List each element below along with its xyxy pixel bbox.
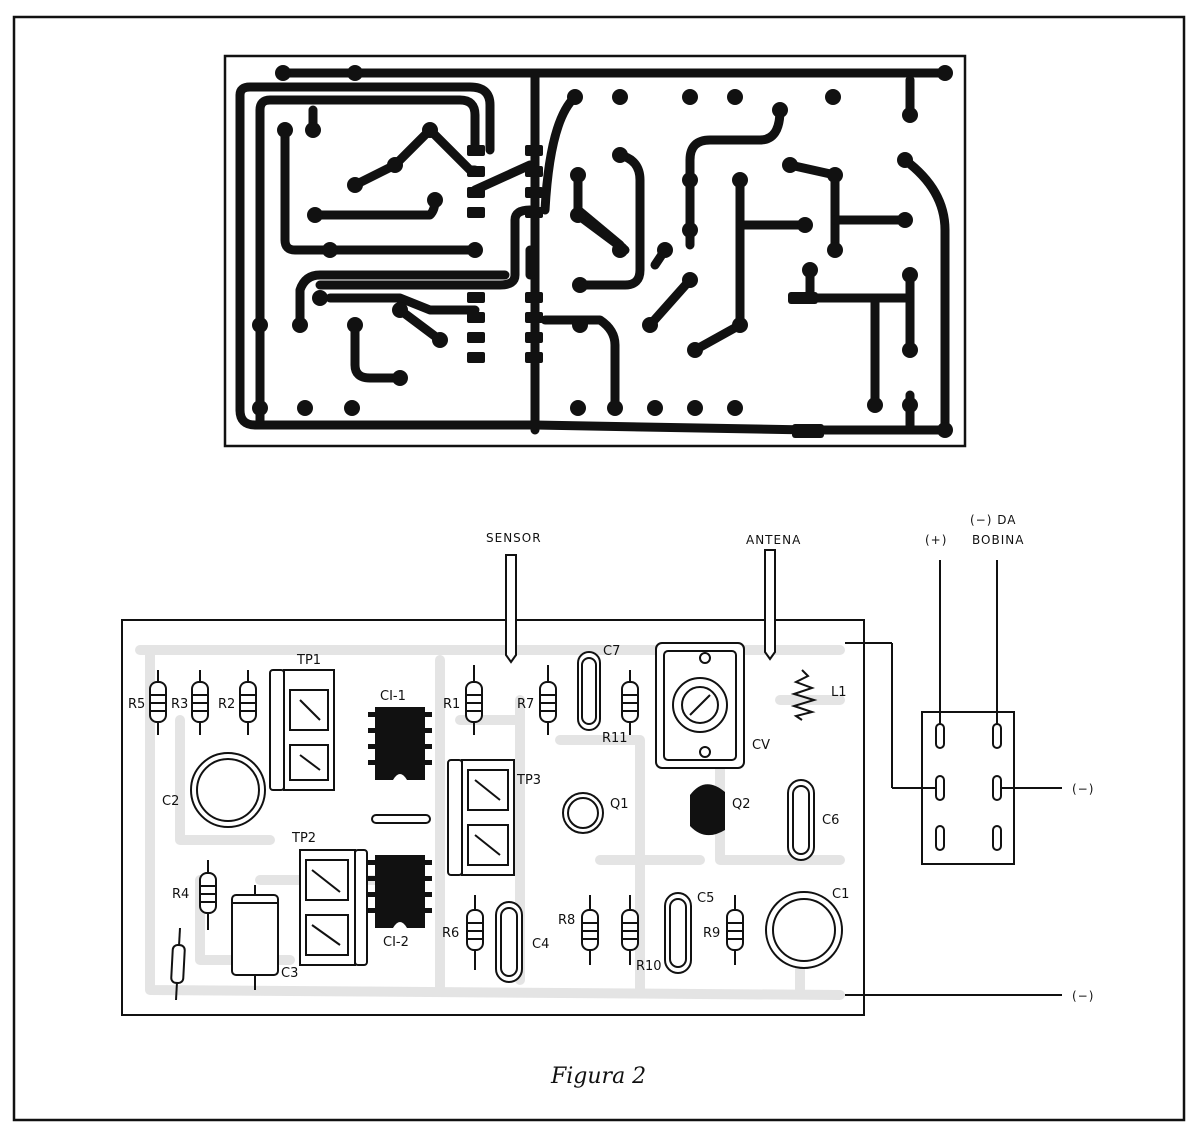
capacitor-C6 [787,779,815,861]
label-sensor: SENSOR [486,531,542,545]
label-TP2: TP2 [291,831,316,846]
ic-CI1 [368,707,432,780]
sensor-pin [505,554,517,664]
label-Q2: Q2 [732,797,751,812]
diode-bottom-left [170,927,186,1001]
antenna-pin [764,549,776,661]
capacitor-C2 [190,752,266,828]
trimpot-TP2 [299,849,368,966]
label-R9: R9 [703,926,720,941]
label-C4: C4 [532,937,549,952]
label-minus-bottom: (−) [1072,989,1094,1003]
pcb-layout [223,54,967,448]
label-C3: C3 [281,966,298,981]
label-C2: C2 [162,794,179,809]
resistor-R2 [239,670,257,735]
label-R1: R1 [443,697,460,712]
label-CV: CV [752,738,770,753]
resistor-R4 [199,860,217,930]
figure-caption: Figura 2 [550,1064,646,1089]
label-R3: R3 [171,697,188,712]
label-plus: (+) [925,533,947,547]
label-Q1: Q1 [610,797,629,812]
outer-border [12,15,1186,1122]
jumper [371,814,431,824]
label-R5: R5 [128,697,145,712]
label-R6: R6 [442,926,459,941]
terminal-block [845,560,1062,996]
trimpot-TP3 [447,759,515,876]
capacitor-C7 [577,651,601,731]
resistor-R8 [581,895,599,965]
resistor-R11 [621,670,639,735]
resistor-R5 [149,670,167,735]
coil-L1 [790,669,818,721]
capacitor-C5 [664,892,692,974]
resistor-R6 [466,895,484,970]
label-C1: C1 [832,887,849,902]
label-R8: R8 [558,913,575,928]
transistor-Q1 [562,792,604,834]
label-TP1: TP1 [296,653,321,668]
resistor-R10 [621,895,639,965]
label-R10: R10 [636,959,662,974]
label-minus-right: (−) [1072,782,1094,796]
resistor-R7 [539,665,557,735]
resistor-R9 [726,895,744,965]
capacitor-C4 [495,901,523,983]
label-CI2: CI-2 [383,935,409,950]
label-antena: ANTENA [746,533,801,547]
label-minus-bobina-2: BOBINA [972,533,1024,547]
label-R2: R2 [218,697,235,712]
capacitor-C1 [765,891,843,969]
resistor-R3 [191,670,209,735]
label-C5: C5 [697,891,714,906]
capacitor-C3 [231,885,279,990]
label-R4: R4 [172,887,189,902]
transistor-Q2 [690,784,725,836]
trimpot-TP1 [269,669,335,791]
label-minus-bobina-1: (−) DA [970,513,1016,527]
resistor-R1 [465,665,483,735]
label-R7: R7 [517,697,534,712]
label-C7: C7 [603,644,620,659]
ic-CI2 [368,855,432,928]
label-C6: C6 [822,813,839,828]
label-CI1: CI-1 [380,689,406,704]
label-R11: R11 [602,731,628,746]
label-TP3: TP3 [516,773,541,788]
variable-capacitor-CV [655,642,745,769]
label-L1: L1 [831,685,847,700]
component-layout: SENSOR ANTENA (+) (−) DA BOBINA (−) (−) … [121,513,1094,1016]
